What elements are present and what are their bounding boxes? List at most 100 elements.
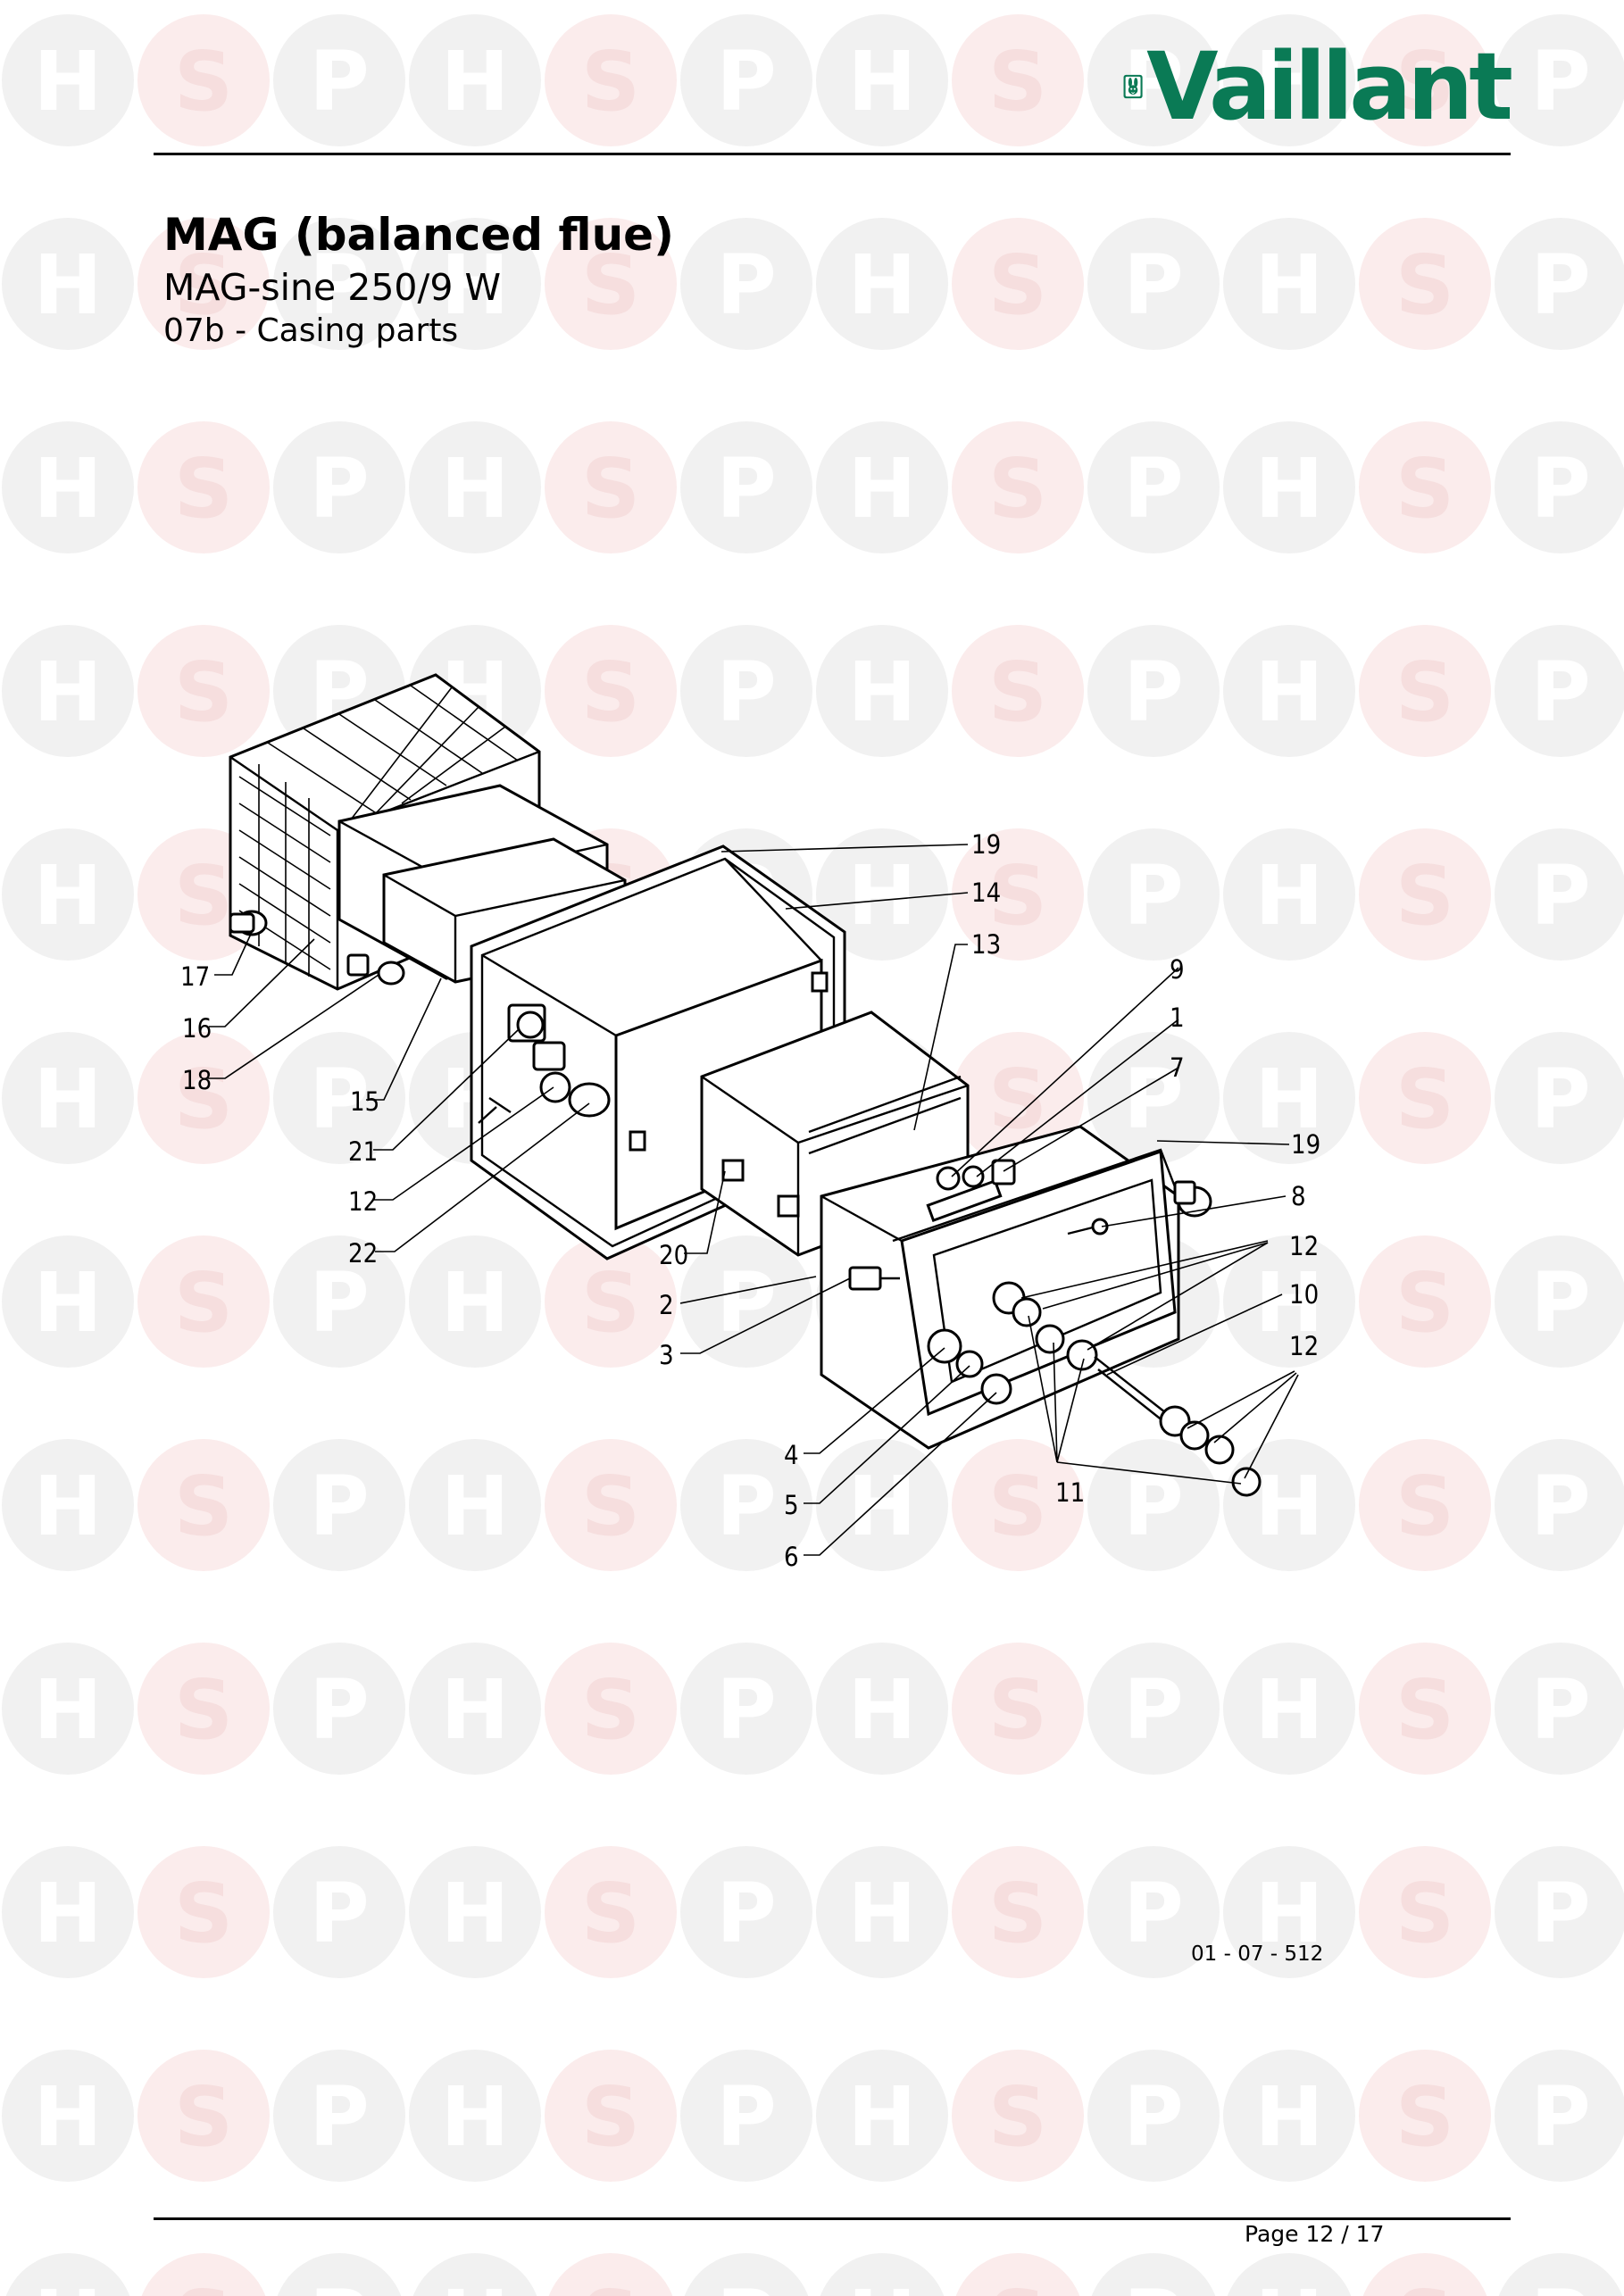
watermark-circle: [1087, 421, 1220, 553]
watermark-letter: S: [1395, 1255, 1454, 1351]
watermark-circle: [952, 1643, 1084, 1775]
watermark-circle: [1223, 218, 1355, 350]
watermark-letter: H: [848, 2069, 917, 2165]
callout-12-left: 12: [348, 1186, 378, 1217]
watermark-circle: [816, 1643, 948, 1775]
watermark-circle: [1223, 2050, 1355, 2182]
watermark-letter: H: [1255, 1255, 1324, 1351]
watermark-circle: [545, 1439, 677, 1571]
watermark-circle: [545, 625, 677, 757]
watermark-letter: P: [1123, 1866, 1183, 1961]
watermark-letter: H: [1255, 1662, 1324, 1758]
watermark-letter: S: [988, 2273, 1047, 2296]
callout-3: 3: [659, 1340, 674, 1370]
watermark-circle: [1359, 1439, 1491, 1571]
watermark-circle: [2, 1032, 134, 1164]
watermark-letter: S: [1395, 1662, 1454, 1758]
watermark-letter: H: [34, 237, 103, 333]
rabbit-emblem-icon: [1123, 74, 1143, 99]
watermark-circle: [952, 218, 1084, 350]
watermark-letter: S: [1395, 34, 1454, 129]
watermark-letter: P: [1530, 441, 1590, 537]
watermark-circle: [1359, 14, 1491, 146]
callout-14: 14: [971, 878, 1001, 908]
watermark-circle: [1359, 828, 1491, 961]
watermark-letter: S: [581, 441, 640, 537]
watermark-letter: S: [174, 441, 233, 537]
watermark-circle: [137, 625, 270, 757]
watermark-letter: H: [34, 848, 103, 944]
watermark-letter: S: [174, 1255, 233, 1351]
callout-11: 11: [1055, 1477, 1085, 1508]
watermark-letter: S: [988, 34, 1047, 129]
watermark-letter: P: [716, 34, 776, 129]
watermark-letter: H: [441, 1255, 510, 1351]
watermark-letter: S: [581, 1255, 640, 1351]
watermark-circle: [1223, 1032, 1355, 1164]
watermark-circle: [1091, 2253, 1216, 2296]
watermark-circle: [137, 2050, 270, 2182]
watermark-letter: P: [309, 34, 369, 129]
watermark-circle: [2, 421, 134, 553]
watermark-circle: [2, 2050, 134, 2182]
header-rule: [154, 153, 1511, 155]
watermark-letter: H: [441, 34, 510, 129]
watermark-circle: [273, 1439, 405, 1571]
watermark-letter: P: [716, 441, 776, 537]
watermark-letter: S: [174, 237, 233, 333]
watermark-letter: P: [1530, 34, 1590, 129]
watermark-circle: [409, 2050, 541, 2182]
watermark-circle: [545, 421, 677, 553]
watermark-circle: [955, 2253, 1080, 2296]
brand-wordmark: Vaillant: [1146, 32, 1513, 141]
watermark-circle: [952, 2050, 1084, 2182]
watermark-letter: H: [34, 1052, 103, 1147]
callout-1: 1: [1170, 1002, 1185, 1033]
watermark-circle: [816, 625, 948, 757]
watermark-letter: H: [34, 34, 103, 129]
watermark-letter: P: [1530, 1459, 1590, 1554]
watermark-letter: P: [716, 645, 776, 740]
watermark-circle: [141, 2253, 266, 2296]
watermark-letter: S: [1395, 237, 1454, 333]
watermark-circle: [545, 218, 677, 350]
watermark-circle: [816, 218, 948, 350]
watermark-circle: [1359, 1032, 1491, 1164]
watermark-circle: [1223, 1235, 1355, 1368]
watermark-letter: H: [34, 1662, 103, 1758]
callout-6: 6: [784, 1542, 799, 1572]
watermark-circle: [680, 1846, 812, 1978]
watermark-letter: H: [848, 1459, 917, 1554]
watermark-letter: H: [34, 2273, 103, 2296]
watermark-letter: S: [581, 1866, 640, 1961]
watermark-circle: [952, 1032, 1084, 1164]
watermark-circle: [816, 14, 948, 146]
watermark-circle: [1495, 1846, 1624, 1978]
watermark-circle: [545, 2050, 677, 2182]
watermark-letter: S: [1395, 645, 1454, 740]
watermark-letter: H: [441, 441, 510, 537]
watermark-circle: [1362, 2253, 1487, 2296]
watermark-letter: S: [988, 1459, 1047, 1554]
callout-8: 8: [1291, 1181, 1306, 1211]
watermark-circle: [952, 14, 1084, 146]
watermark-circle: [952, 421, 1084, 553]
watermark-circle: [1495, 1235, 1624, 1368]
watermark-circle: [273, 218, 405, 350]
watermark-letter: H: [441, 1459, 510, 1554]
watermark-circle: [816, 828, 948, 961]
watermark-letter: S: [1395, 1052, 1454, 1147]
watermark-letter: P: [1123, 2069, 1183, 2165]
watermark-circle: [409, 1439, 541, 1571]
watermark-circle: [952, 1439, 1084, 1571]
watermark-circle: [1223, 625, 1355, 757]
watermark-circle: [409, 421, 541, 553]
watermark-letter: H: [1255, 1052, 1324, 1147]
watermark-circle: [412, 2253, 537, 2296]
watermark-letter: P: [309, 1459, 369, 1554]
watermark-circle: [409, 1235, 541, 1368]
watermark-circle: [1223, 1643, 1355, 1775]
watermark-letter: H: [1255, 2273, 1324, 2296]
watermark-letter: H: [848, 1866, 917, 1961]
watermark-letter: S: [988, 645, 1047, 740]
